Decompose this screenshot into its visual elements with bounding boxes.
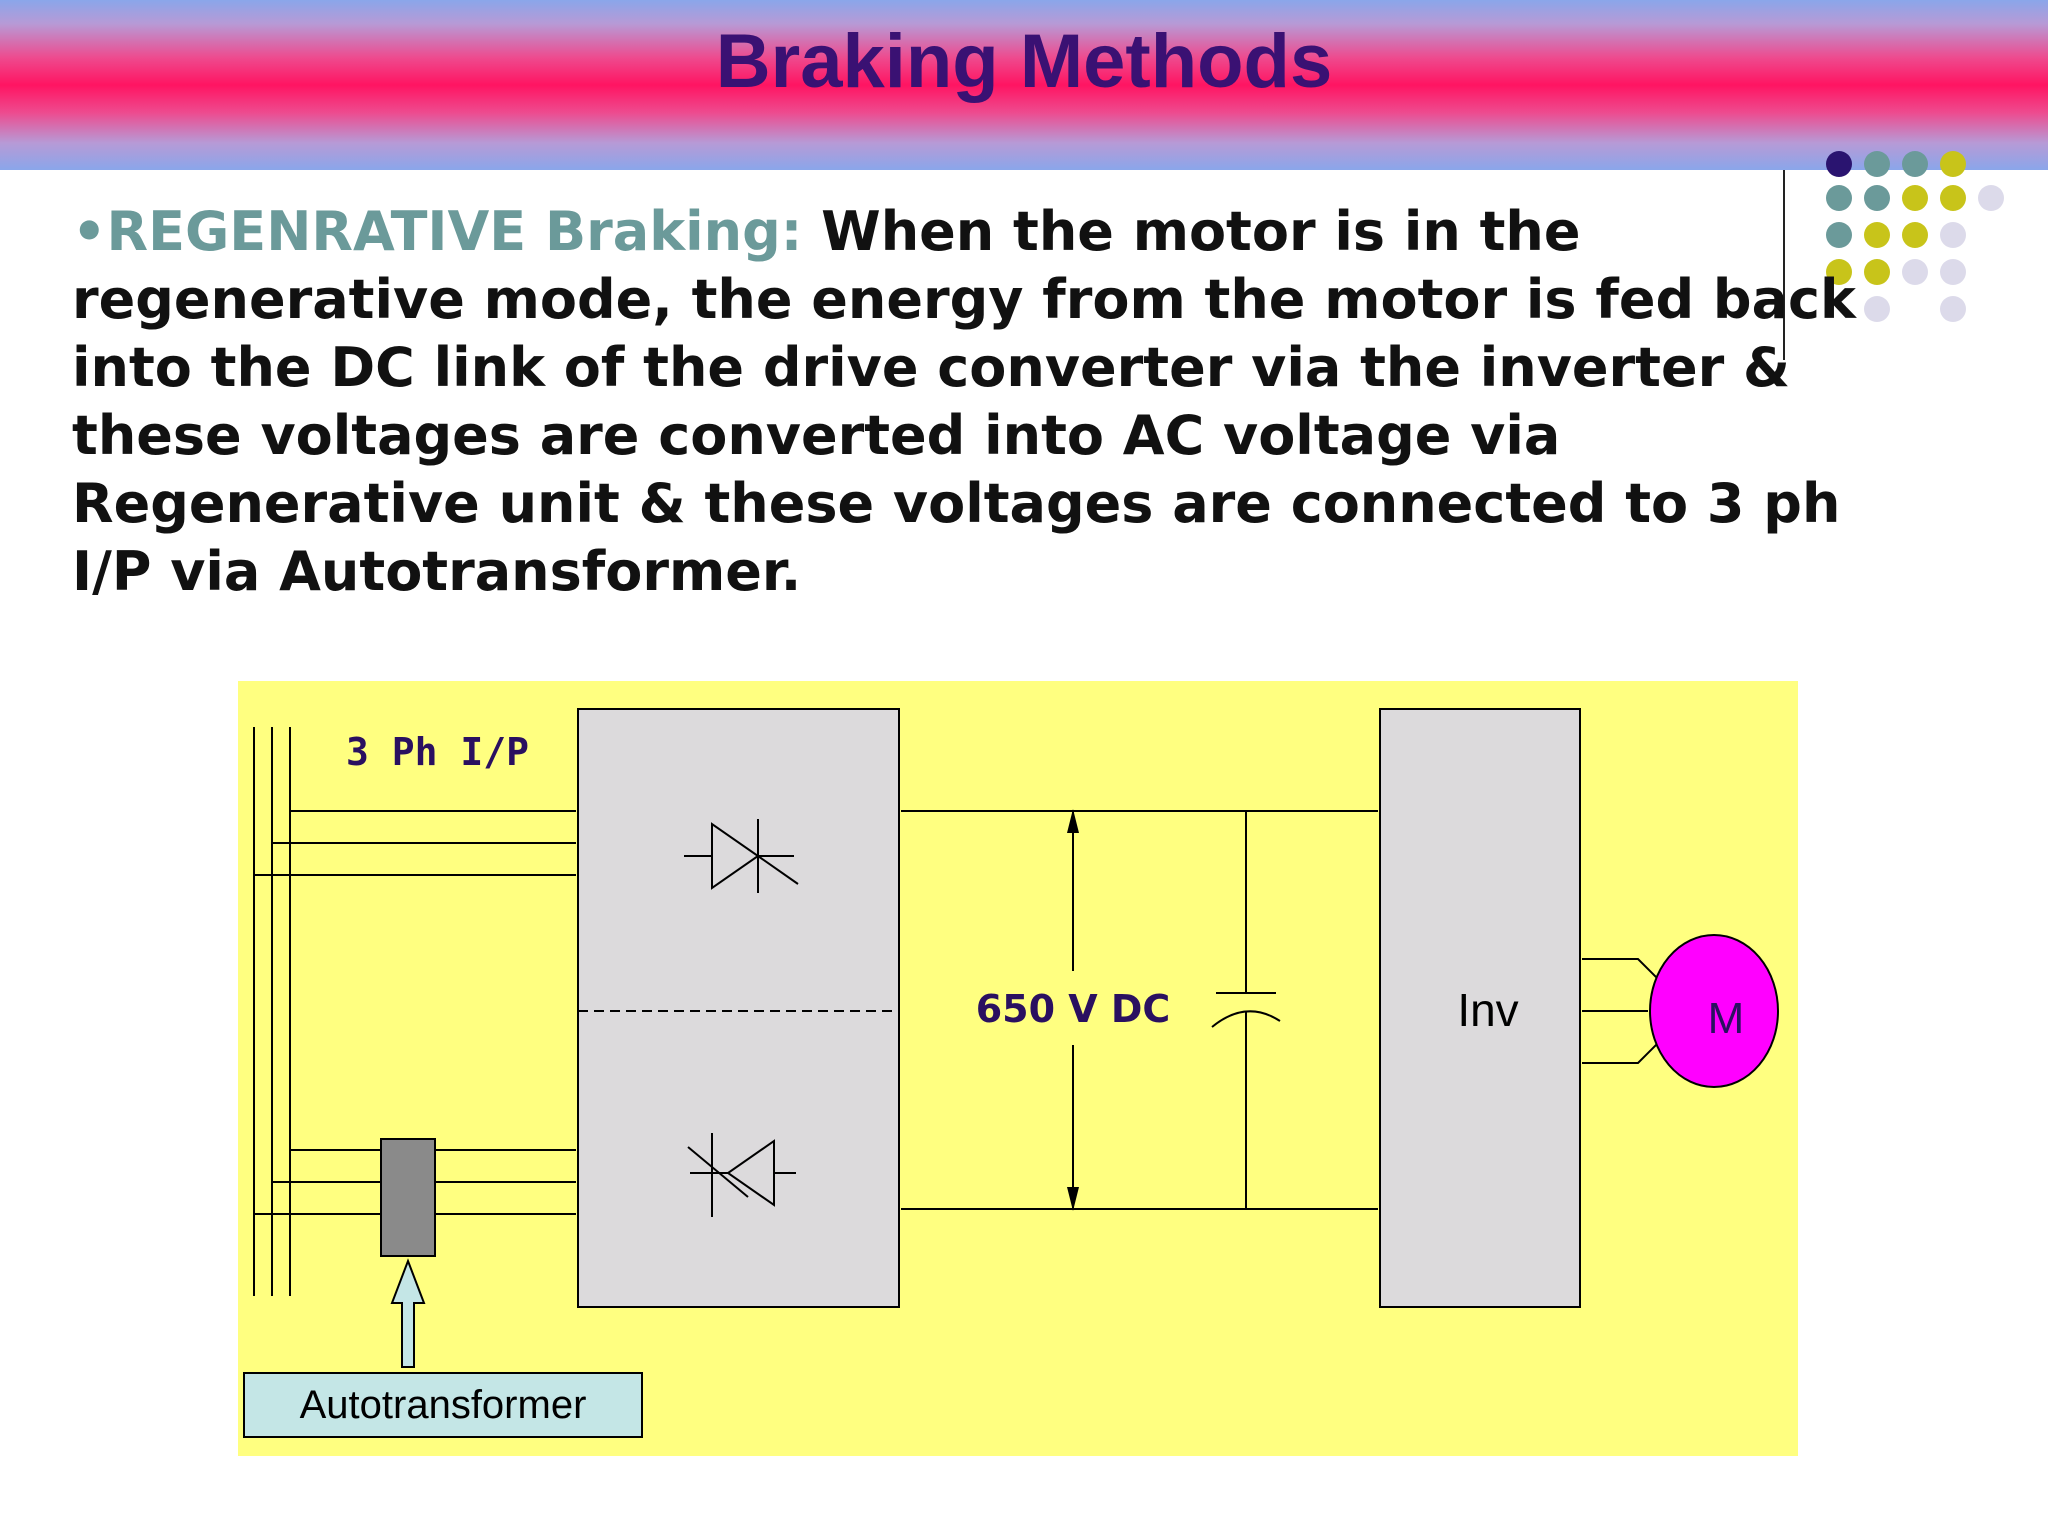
up-arrow-icon	[390, 1258, 426, 1368]
decorative-dot	[1940, 185, 1966, 211]
lower-feed-lines	[254, 1149, 576, 1215]
decorative-divider-line	[1783, 170, 1785, 360]
description-line-3: into the DC link of the drive converter …	[72, 336, 1791, 399]
autotransformer-label-box	[243, 1372, 643, 1438]
inverter-block	[1379, 708, 1581, 1308]
decorative-dot	[1902, 259, 1928, 285]
title-bar: Braking Methods	[0, 0, 2048, 170]
decorative-dot	[1826, 222, 1852, 248]
upper-feed-lines	[254, 810, 576, 876]
dc-link-lines	[901, 810, 1378, 1210]
decorative-dot	[1864, 296, 1890, 322]
slide-title: Braking Methods	[715, 19, 1333, 104]
three-phase-input-label: 3 Ph I/P	[346, 730, 529, 774]
dc-voltage-label: 650 V DC	[976, 987, 1171, 1031]
decorative-dot	[1902, 151, 1928, 177]
description-line-6: I/P via Autotransformer.	[72, 540, 802, 603]
decorative-dot	[1826, 259, 1852, 285]
bullet-marker: •	[72, 200, 107, 263]
decorative-dot	[1826, 151, 1852, 177]
inverter-label: Inv	[1457, 984, 1518, 1036]
dimension-arrowheads	[1067, 809, 1079, 1211]
motor-leads	[1582, 958, 1659, 1064]
description-line-5: Regenerative unit & these voltages are c…	[72, 472, 1841, 535]
regenerative-braking-diagram: Autotransformer 3 Ph I/P	[238, 681, 1798, 1456]
three-phase-bus	[253, 727, 291, 1296]
decorative-dot	[1864, 259, 1890, 285]
term-heading: REGENRATIVE Braking:	[106, 200, 803, 263]
decorative-dot	[1940, 151, 1966, 177]
description-line-2: regenerative mode, the energy from the m…	[72, 268, 1856, 331]
decorative-dot	[1902, 185, 1928, 211]
autotransformer-label: Autotransformer	[300, 1383, 587, 1427]
decorative-dot	[1826, 185, 1852, 211]
body-paragraph: •REGENRATIVE Braking: When the motor is …	[72, 198, 1972, 606]
decorative-dot	[1940, 296, 1966, 322]
decorative-dot	[1902, 222, 1928, 248]
converter-block	[577, 708, 900, 1308]
decorative-dot	[1864, 222, 1890, 248]
decorative-dot	[1940, 222, 1966, 248]
capacitor-icon	[1211, 992, 1281, 1028]
decorative-dot	[1864, 151, 1890, 177]
decorative-dot	[1978, 185, 2004, 211]
thyristor-forward-icon	[684, 819, 799, 893]
motor	[1649, 934, 1779, 1088]
description-line-1: When the motor is in the	[821, 200, 1581, 263]
decorative-dot	[1864, 185, 1890, 211]
thyristor-reverse-icon	[687, 1133, 796, 1217]
decorative-dot	[1940, 259, 1966, 285]
description-line-4: these voltages are converted into AC vol…	[72, 404, 1561, 467]
motor-label: M	[1708, 994, 1745, 1043]
autotransformer-coil	[380, 1138, 436, 1257]
